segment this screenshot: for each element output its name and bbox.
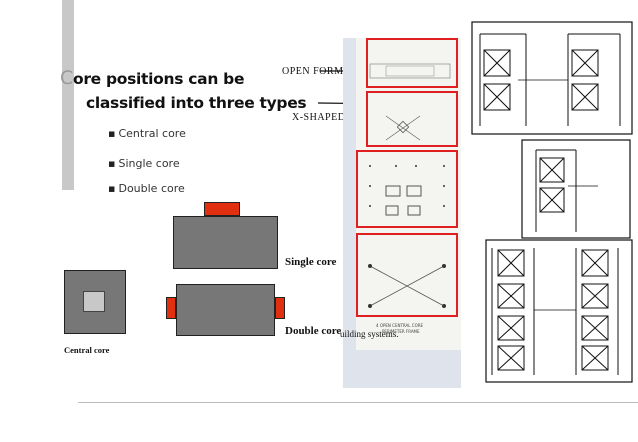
x-shaped-label: X-SHAPED xyxy=(292,112,346,123)
bullet-single-core: Single core xyxy=(108,157,179,170)
central-core-element xyxy=(83,291,105,312)
svg-text:PERIMETER FRAME: PERIMETER FRAME xyxy=(382,329,420,334)
single-core-highlight xyxy=(356,150,458,228)
scan-caption: uilding systems. xyxy=(340,329,399,339)
plan-double-core xyxy=(485,239,633,383)
bullet-double-core: Double core xyxy=(108,182,184,195)
slide-title: Core positions can be classified into th… xyxy=(60,67,307,112)
single-core-label: Single core xyxy=(285,256,337,268)
scanned-diagrams: 4 OPEN CENTRAL CORE PERIMETER FRAME xyxy=(368,63,451,334)
double-core-right-red-element xyxy=(275,297,285,319)
open-forms-highlight xyxy=(366,38,458,88)
scanned-document-page: 4 OPEN CENTRAL CORE PERIMETER FRAME xyxy=(356,38,461,350)
core-plan-diagrams xyxy=(471,21,633,383)
open-forms-label: OPEN FORMS xyxy=(282,66,350,77)
x-shaped-highlight xyxy=(366,91,458,147)
svg-text:4 OPEN CENTRAL CORE: 4 OPEN CENTRAL CORE xyxy=(376,323,423,328)
plan-single-core xyxy=(521,139,631,239)
double-core-building xyxy=(176,284,275,336)
central-core-label: Central core xyxy=(64,345,110,355)
single-core-building xyxy=(173,216,278,269)
double-core-left-red-element xyxy=(166,297,176,319)
double-core-highlight xyxy=(356,233,458,317)
decorative-side-bar xyxy=(62,0,74,190)
single-core-red-element xyxy=(204,202,240,216)
double-core-label: Double core xyxy=(285,325,342,337)
plan-open-forms xyxy=(471,21,633,135)
bullet-central-core: Central core xyxy=(108,127,185,140)
footer-divider xyxy=(78,402,638,403)
